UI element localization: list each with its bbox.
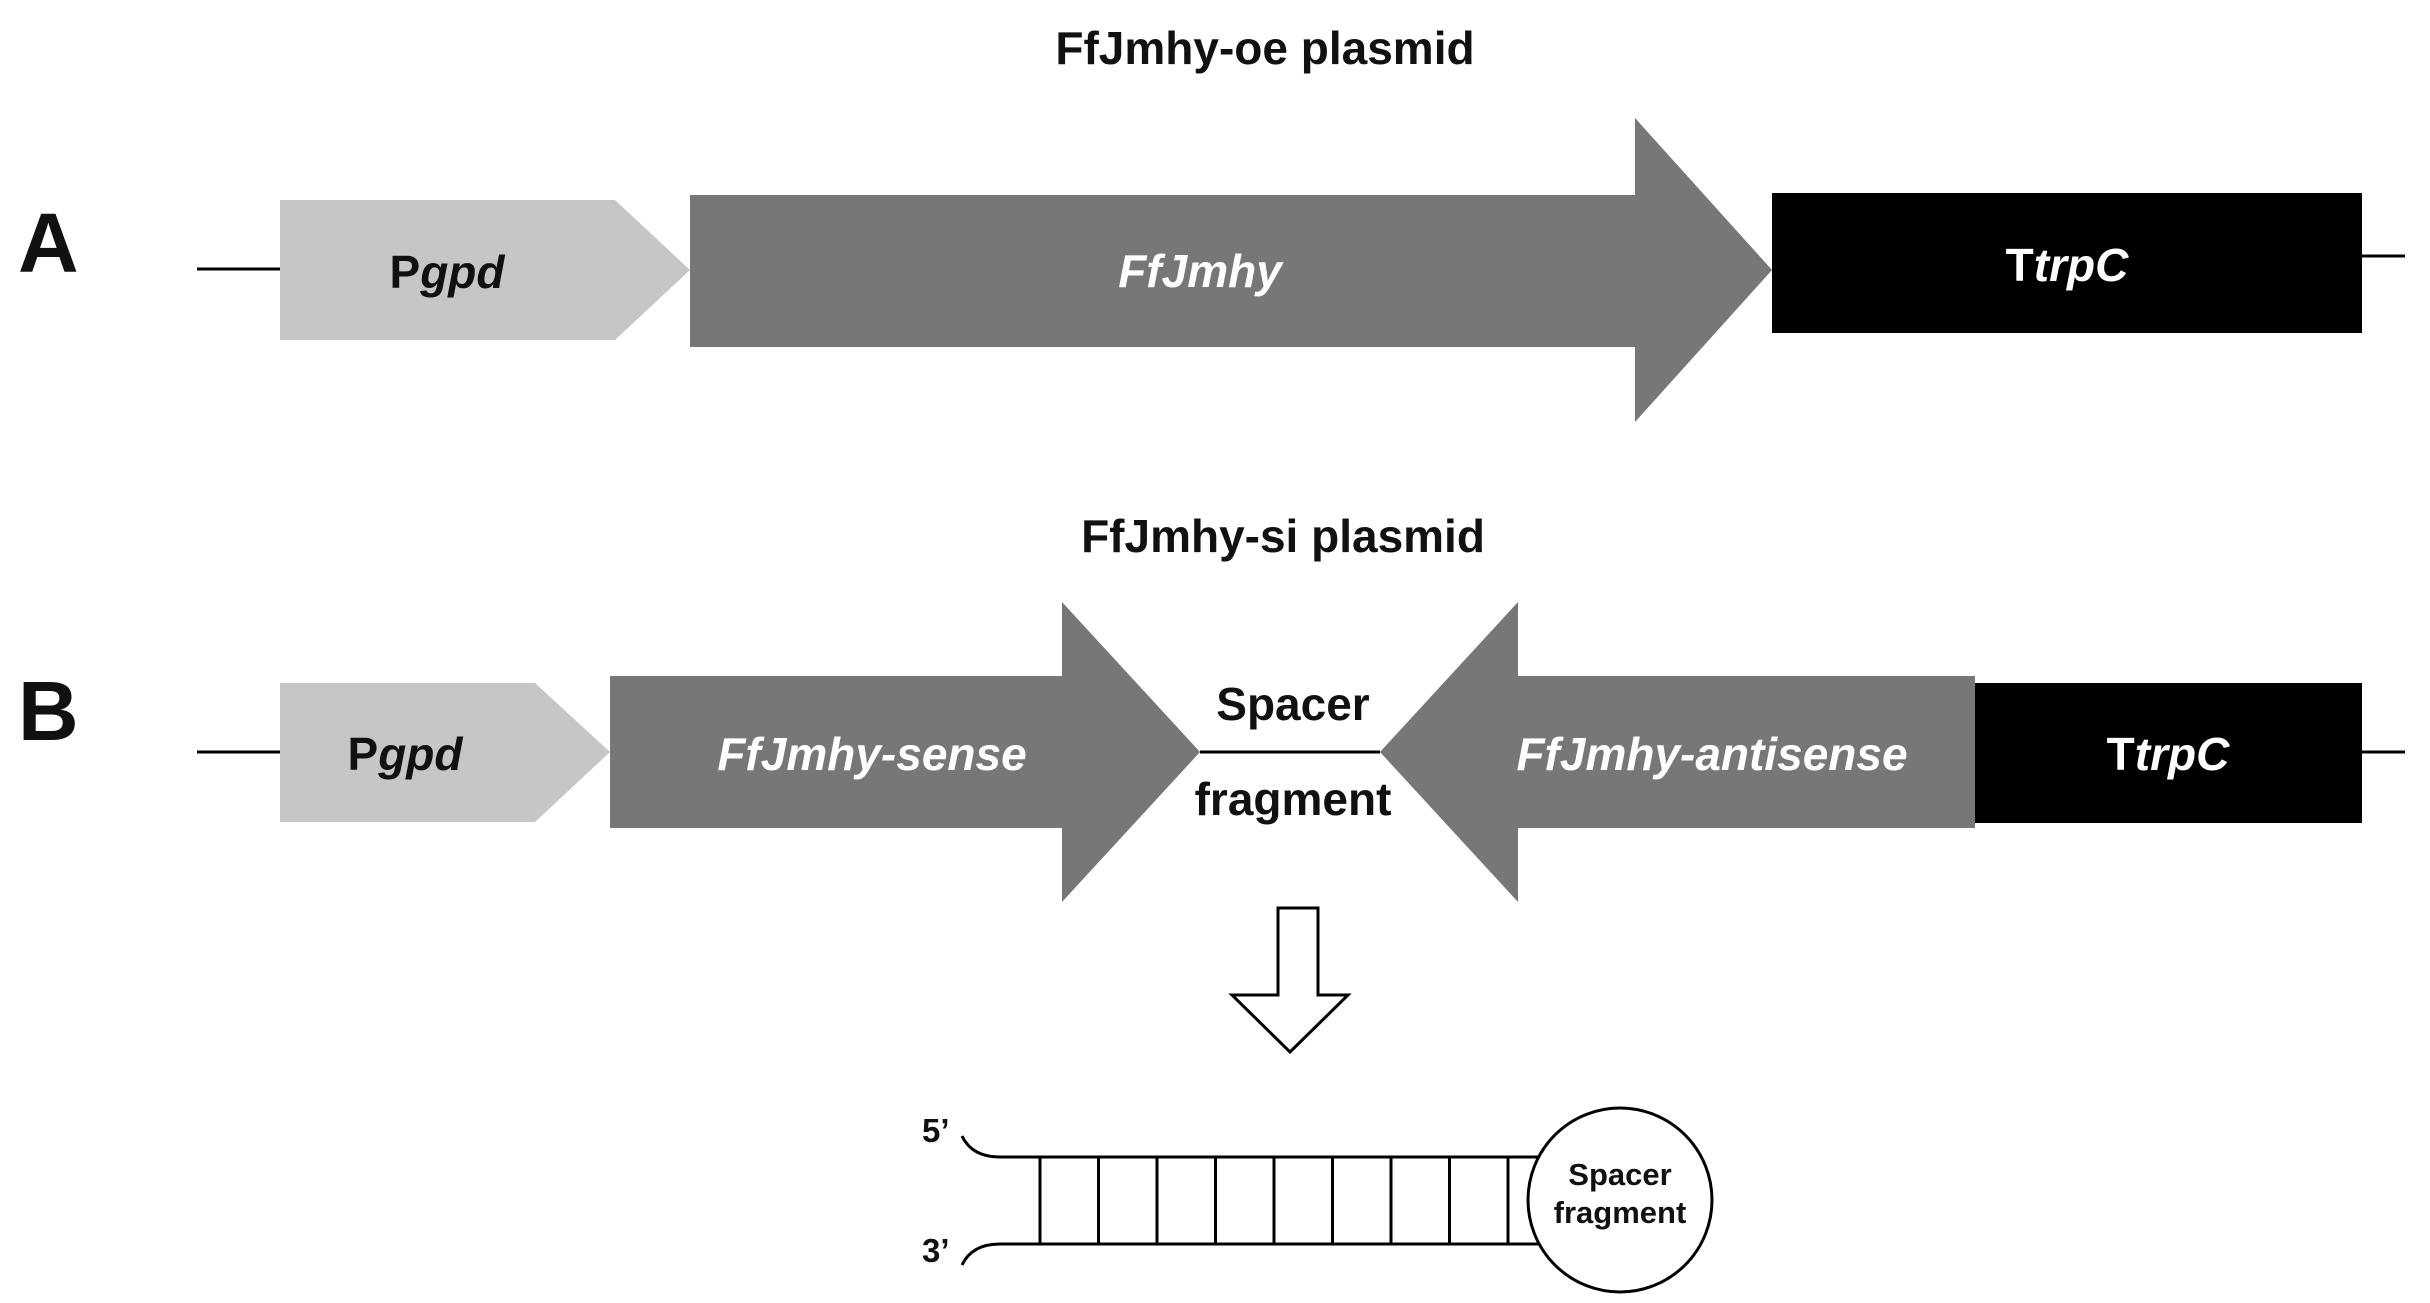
- base-pairs: [1038, 1157, 1510, 1244]
- five-prime-label: 5’: [922, 1112, 950, 1149]
- panel-b-terminator-label: TtrpC: [2107, 728, 2230, 780]
- panel-b-promoter-pgpd: [280, 683, 610, 822]
- panel-b-sense-arrow: [610, 602, 1200, 902]
- loop-label-top: Spacer: [1568, 1157, 1671, 1192]
- panel-b-title: FfJmhy-si plasmid: [1081, 510, 1485, 562]
- panel-b-spacer-label-top: Spacer: [1216, 678, 1370, 730]
- down-arrow-icon: [1228, 906, 1352, 1055]
- panel-a-terminator-ttrpc: [1772, 193, 2362, 333]
- panel-a-terminator-label: TtrpC: [2006, 239, 2129, 291]
- panel-b-spacer-label-bottom: fragment: [1195, 773, 1392, 825]
- loop-label-bottom: fragment: [1554, 1195, 1687, 1230]
- panel-b-sense-label: FfJmhy-sense: [717, 728, 1026, 780]
- panel-b-letter: B: [18, 664, 79, 758]
- panel-a-letter: A: [18, 196, 79, 290]
- panel-b-promoter-label: Pgpd: [348, 728, 464, 780]
- panel-a-gene-ffjmhy: [690, 118, 1772, 422]
- panel-a-gene-label: FfJmhy: [1118, 245, 1284, 297]
- hairpin-top-strand: [960, 1135, 1540, 1159]
- hairpin-bottom-strand: [960, 1242, 1540, 1266]
- panel-a-promoter-pgpd: [280, 200, 690, 340]
- panel-a-promoter-label: Pgpd: [390, 246, 506, 298]
- spacer-loop: [1526, 1106, 1714, 1294]
- panel-b-antisense-label: FfJmhy-antisense: [1516, 728, 1907, 780]
- panel-b-terminator-ttrpc: [1975, 683, 2362, 823]
- panel-b-antisense-arrow: [1380, 602, 1975, 902]
- panel-a-title: FfJmhy-oe plasmid: [1055, 22, 1474, 74]
- three-prime-label: 3’: [922, 1232, 950, 1269]
